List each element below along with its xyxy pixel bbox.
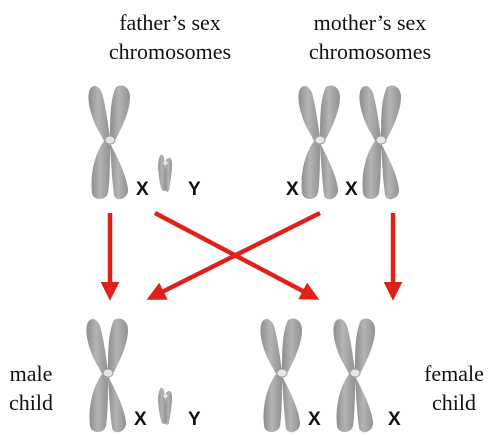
mother-x1-chromosome-icon bbox=[297, 84, 341, 200]
mother-x2-letter: X bbox=[345, 179, 358, 200]
male-label-line1: male bbox=[9, 361, 53, 386]
mother-x2-chromosome-icon bbox=[358, 84, 402, 200]
female-label-line2: child bbox=[432, 390, 476, 415]
father-y-chromosome-icon bbox=[158, 154, 172, 192]
male-child-x-letter: X bbox=[134, 409, 147, 430]
father-label: father’s sex chromosomes bbox=[70, 8, 270, 66]
mother-label-line1: mother’s sex bbox=[313, 10, 427, 35]
mother-x1-letter: X bbox=[286, 179, 299, 200]
male-child-label: male child bbox=[0, 359, 62, 417]
female-child-x1-chromosome-icon bbox=[259, 317, 303, 433]
father-label-line1: father’s sex bbox=[119, 10, 221, 35]
mother-label-line2: chromosomes bbox=[308, 39, 432, 64]
mother-label: mother’s sex chromosomes bbox=[270, 8, 470, 66]
father-y-letter: Y bbox=[188, 179, 201, 200]
female-child-label: female child bbox=[418, 359, 490, 417]
male-child-y-letter: Y bbox=[188, 409, 201, 430]
female-child-x2-letter: X bbox=[388, 409, 401, 430]
arrow-mother-x-to-male bbox=[146, 210, 322, 301]
male-child-y-chromosome-icon bbox=[158, 387, 172, 425]
father-x-letter: X bbox=[136, 179, 149, 200]
male-child-x-chromosome-icon bbox=[85, 317, 129, 433]
male-label-line2: child bbox=[9, 390, 53, 415]
female-label-line1: female bbox=[424, 361, 484, 386]
female-child-x1-letter: X bbox=[308, 409, 321, 430]
father-x-chromosome-icon bbox=[87, 84, 131, 200]
female-child-x2-chromosome-icon bbox=[332, 317, 376, 433]
father-label-line2: chromosomes bbox=[108, 39, 232, 64]
